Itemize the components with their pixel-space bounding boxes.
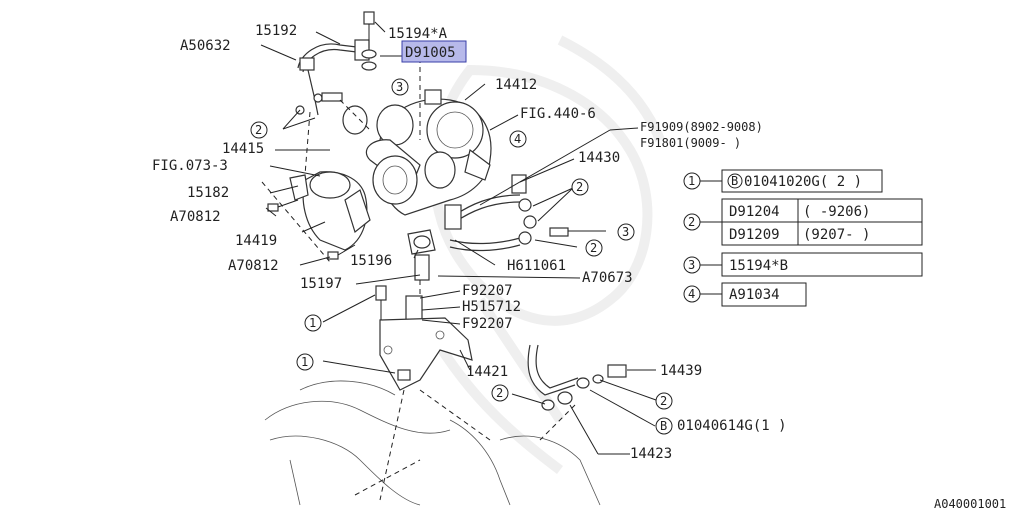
svg-text:3: 3 [396,80,403,94]
svg-text:2: 2 [576,180,583,194]
label-a50632[interactable]: A50632 [180,38,231,54]
label-14421[interactable]: 14421 [466,364,508,380]
label-fig440-6[interactable]: FIG.440-6 [520,106,596,122]
svg-text:D91204: D91204 [729,204,780,220]
marker-2-left: 2 [250,121,268,139]
turbocharger [342,89,492,216]
legend-row-4[interactable]: 4 A91034 [683,282,807,307]
legend-row-2[interactable]: 2 D91204 ( -9206) D91209 (9207- ) [683,198,923,246]
svg-text:4: 4 [514,132,521,146]
label-15194a[interactable]: 15194*A [388,26,448,42]
svg-text:15194*B: 15194*B [729,258,788,274]
label-a70812-lower[interactable]: A70812 [228,258,279,274]
legend-table: 1 B 01041020G( 2 ) 2 D91204 ( -9206) D91… [683,169,923,307]
marker-3-top: 3 [391,78,409,96]
svg-text:B: B [731,174,738,188]
label-fig073-3[interactable]: FIG.073-3 [152,158,228,174]
label-f91801[interactable]: F91801(9009- ) [640,136,741,150]
svg-text:1: 1 [688,174,695,188]
svg-text:2: 2 [688,215,695,229]
legend-row-3[interactable]: 3 15194*B [683,252,923,277]
svg-text:2: 2 [660,394,667,408]
oil-feed-pipe [295,39,370,116]
label-15197[interactable]: 15197 [300,276,342,292]
marker-2-right-upper: 2 [571,178,589,196]
label-14412[interactable]: 14412 [495,77,537,93]
label-14423[interactable]: 14423 [630,446,672,462]
label-15196[interactable]: 15196 [350,253,392,269]
engine-outline [264,380,601,506]
svg-text:01041020G( 2 ): 01041020G( 2 ) [744,174,862,190]
svg-text:4: 4 [688,287,695,301]
svg-text:D91209: D91209 [729,227,780,243]
marker-b-diagram: B [655,417,673,435]
label-h611061[interactable]: H611061 [507,258,566,274]
highlight-box-d91005[interactable] [401,40,467,63]
oil-drain [405,229,436,325]
svg-text:2: 2 [590,241,597,255]
svg-text:2: 2 [255,123,262,137]
leader-lines [260,21,657,501]
label-a70673[interactable]: A70673 [582,270,633,286]
svg-text:(9207- ): (9207- ) [803,227,870,243]
marker-3-right: 3 [617,223,635,241]
label-15192[interactable]: 15192 [255,23,297,39]
svg-text:A91034: A91034 [729,287,780,303]
svg-text:3: 3 [688,258,695,272]
label-f92207-upper[interactable]: F92207 [462,283,513,299]
svg-text:B: B [660,419,667,433]
label-14419[interactable]: 14419 [235,233,277,249]
bolt-a70812-upper [267,199,299,212]
label-a70812-upper[interactable]: A70812 [170,209,221,225]
legend-row-1[interactable]: 1 B 01041020G( 2 ) [683,169,883,193]
marker-2-lower-right: 2 [655,392,673,410]
label-h515712[interactable]: H515712 [462,299,521,315]
label-15182[interactable]: 15182 [187,185,229,201]
label-14439[interactable]: 14439 [660,363,702,379]
exhaust-elbow [289,171,371,251]
water-pipe [444,174,569,252]
label-14430[interactable]: 14430 [578,150,620,166]
marker-1-lower: 1 [296,353,314,371]
label-d91005[interactable]: D91005 [405,45,456,61]
marker-2-lower-left: 2 [491,384,509,402]
svg-text:3: 3 [622,225,629,239]
bracket [375,285,473,391]
label-01040614g[interactable]: 01040614G(1 ) [677,418,787,434]
bolt-a70812-lower [327,244,356,260]
marker-2-right-lower: 2 [585,239,603,257]
label-14415[interactable]: 14415 [222,141,264,157]
callout-labels: 15192 15194*A A50632 D91005 14412 FIG.44… [152,23,787,462]
svg-text:( -9206): ( -9206) [803,204,870,220]
label-f91909[interactable]: F91909(8902-9008) [640,120,763,134]
svg-text:1: 1 [301,355,308,369]
oil-return-pipe [527,344,627,411]
svg-text:2: 2 [496,386,503,400]
svg-text:1: 1 [309,316,316,330]
marker-1-upper: 1 [304,314,322,332]
figure-code: A040001001 [934,497,1006,511]
marker-4: 4 [509,130,527,148]
label-f92207-lower[interactable]: F92207 [462,316,513,332]
top-bolt [361,11,377,71]
